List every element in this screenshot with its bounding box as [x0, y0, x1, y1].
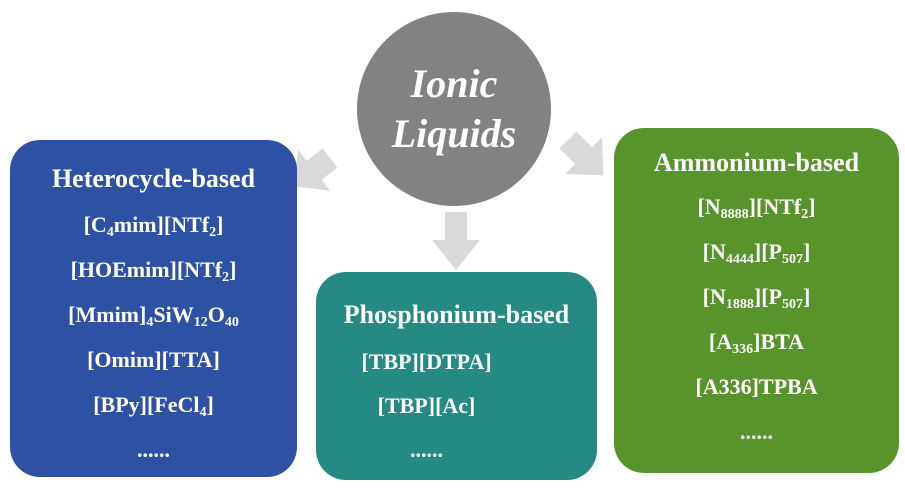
- list-item: [N4444][P507]: [702, 239, 811, 267]
- arrow-to-phosphonium: [432, 212, 480, 270]
- list-item: [A336]BTA: [708, 329, 805, 357]
- list-item: ......: [137, 437, 170, 462]
- ammonium-title: Ammonium-based: [653, 148, 860, 177]
- center-line-2: Liquids: [391, 111, 517, 156]
- arrow-to-ammonium: [559, 131, 604, 176]
- center-line-1: Ionic: [410, 61, 498, 106]
- list-item: [TBP][DTPA]: [361, 349, 492, 374]
- ammonium-list: [N8888][NTf2] [N4444][P507] [N1888][P507…: [614, 184, 899, 454]
- phosphonium-list: [TBP][DTPA] [TBP][Ac] ......: [316, 340, 597, 472]
- list-item: [Mmim]4SiW12O40: [68, 302, 239, 330]
- list-item: [BPy][FeCl4]: [93, 392, 214, 420]
- list-item: ......: [740, 419, 773, 444]
- list-item: [Omim][TTA]: [87, 347, 220, 372]
- list-item: [HOEmim][NTf2]: [70, 257, 237, 285]
- heterocycle-box: Heterocycle-based [C4mim][NTf2] [HOEmim]…: [10, 140, 297, 477]
- ammonium-box: Ammonium-based [N8888][NTf2] [N4444][P50…: [614, 128, 899, 473]
- list-item: [N8888][NTf2]: [697, 194, 816, 222]
- heterocycle-title: Heterocycle-based: [51, 164, 256, 193]
- list-item: [A336]TPBA: [695, 374, 818, 399]
- arrow-to-heterocycle: [293, 148, 338, 191]
- phosphonium-box: Phosphonium-based [TBP][DTPA] [TBP][Ac] …: [316, 272, 597, 480]
- list-item: [C4mim][NTf2]: [83, 212, 224, 240]
- list-item: [TBP][Ac]: [377, 393, 476, 418]
- phosphonium-title: Phosphonium-based: [343, 300, 570, 329]
- list-item: [N1888][P507]: [702, 284, 811, 312]
- heterocycle-list: [C4mim][NTf2] [HOEmim][NTf2] [Mmim]4SiW1…: [10, 202, 297, 472]
- ionic-liquids-circle: Ionic Liquids: [357, 12, 551, 206]
- list-item: ......: [410, 437, 443, 462]
